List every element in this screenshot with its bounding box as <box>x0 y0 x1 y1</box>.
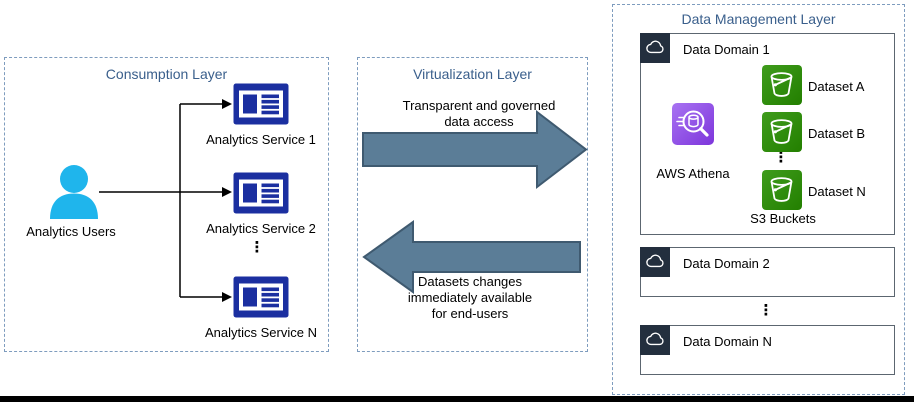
right-arrow-caption-line2: data access <box>444 114 514 129</box>
left-arrow-caption: Datasets changes immediately available f… <box>370 274 570 322</box>
right-arrow-caption: Transparent and governed data access <box>374 98 584 130</box>
left-arrow-caption-line2: immediately available <box>407 290 533 305</box>
data-domain-2-cloud-badge <box>640 247 670 277</box>
analytics-service-1-label: Analytics Service 1 <box>206 132 316 147</box>
cloud-icon <box>646 40 664 54</box>
data-management-layer-title: Data Management Layer <box>681 11 836 27</box>
services-vertical-ellipsis: ⋮ <box>249 239 265 256</box>
analytics-service-2-label: Analytics Service 2 <box>206 221 316 236</box>
left-arrow-caption-line1: Datasets changes <box>417 274 523 289</box>
data-domain-n-cloud-badge <box>640 325 670 355</box>
s3-bucket-n-icon <box>762 170 802 210</box>
data-domain-2-title: Data Domain 2 <box>683 256 770 271</box>
user-icon <box>50 165 98 219</box>
data-management-layer-box: Data Management Layer <box>612 4 905 395</box>
analytics-service-n-label: Analytics Service N <box>205 325 317 340</box>
consumption-layer-box: Consumption Layer <box>4 57 329 352</box>
cloud-icon <box>646 332 664 346</box>
cloud-icon <box>646 254 664 268</box>
s3-bucket-a-icon <box>762 65 802 105</box>
analytics-service-2-icon <box>233 172 289 214</box>
dataset-a-label: Dataset A <box>808 79 865 94</box>
analytics-users-label: Analytics Users <box>26 224 116 239</box>
data-domain-n-title: Data Domain N <box>683 334 772 349</box>
s3-buckets-label: S3 Buckets <box>750 211 816 226</box>
consumption-layer-title: Consumption Layer <box>105 66 228 82</box>
analytics-service-1-icon <box>233 83 289 125</box>
domains-vertical-ellipsis: ⋮ <box>758 302 774 319</box>
aws-athena-icon <box>672 103 714 145</box>
bottom-border-bar <box>0 396 914 402</box>
data-domain-n-box: Data Domain N <box>640 325 895 375</box>
analytics-service-n-icon <box>233 276 289 318</box>
right-arrow-caption-line1: Transparent and governed <box>402 98 556 113</box>
buckets-vertical-ellipsis: ⋮ <box>773 149 789 166</box>
s3-bucket-b-icon <box>762 112 802 152</box>
aws-athena-label: AWS Athena <box>656 166 730 181</box>
virtualization-layer-box: Virtualization Layer <box>357 57 588 352</box>
data-domain-2-box: Data Domain 2 <box>640 247 895 297</box>
dataset-b-label: Dataset B <box>808 126 866 141</box>
virtualization-layer-title: Virtualization Layer <box>413 66 532 82</box>
dataset-n-label: Dataset N <box>808 184 866 199</box>
left-arrow-caption-line3: for end-users <box>431 306 509 321</box>
data-domain-1-cloud-badge <box>640 33 670 63</box>
data-domain-1-title: Data Domain 1 <box>683 42 770 57</box>
